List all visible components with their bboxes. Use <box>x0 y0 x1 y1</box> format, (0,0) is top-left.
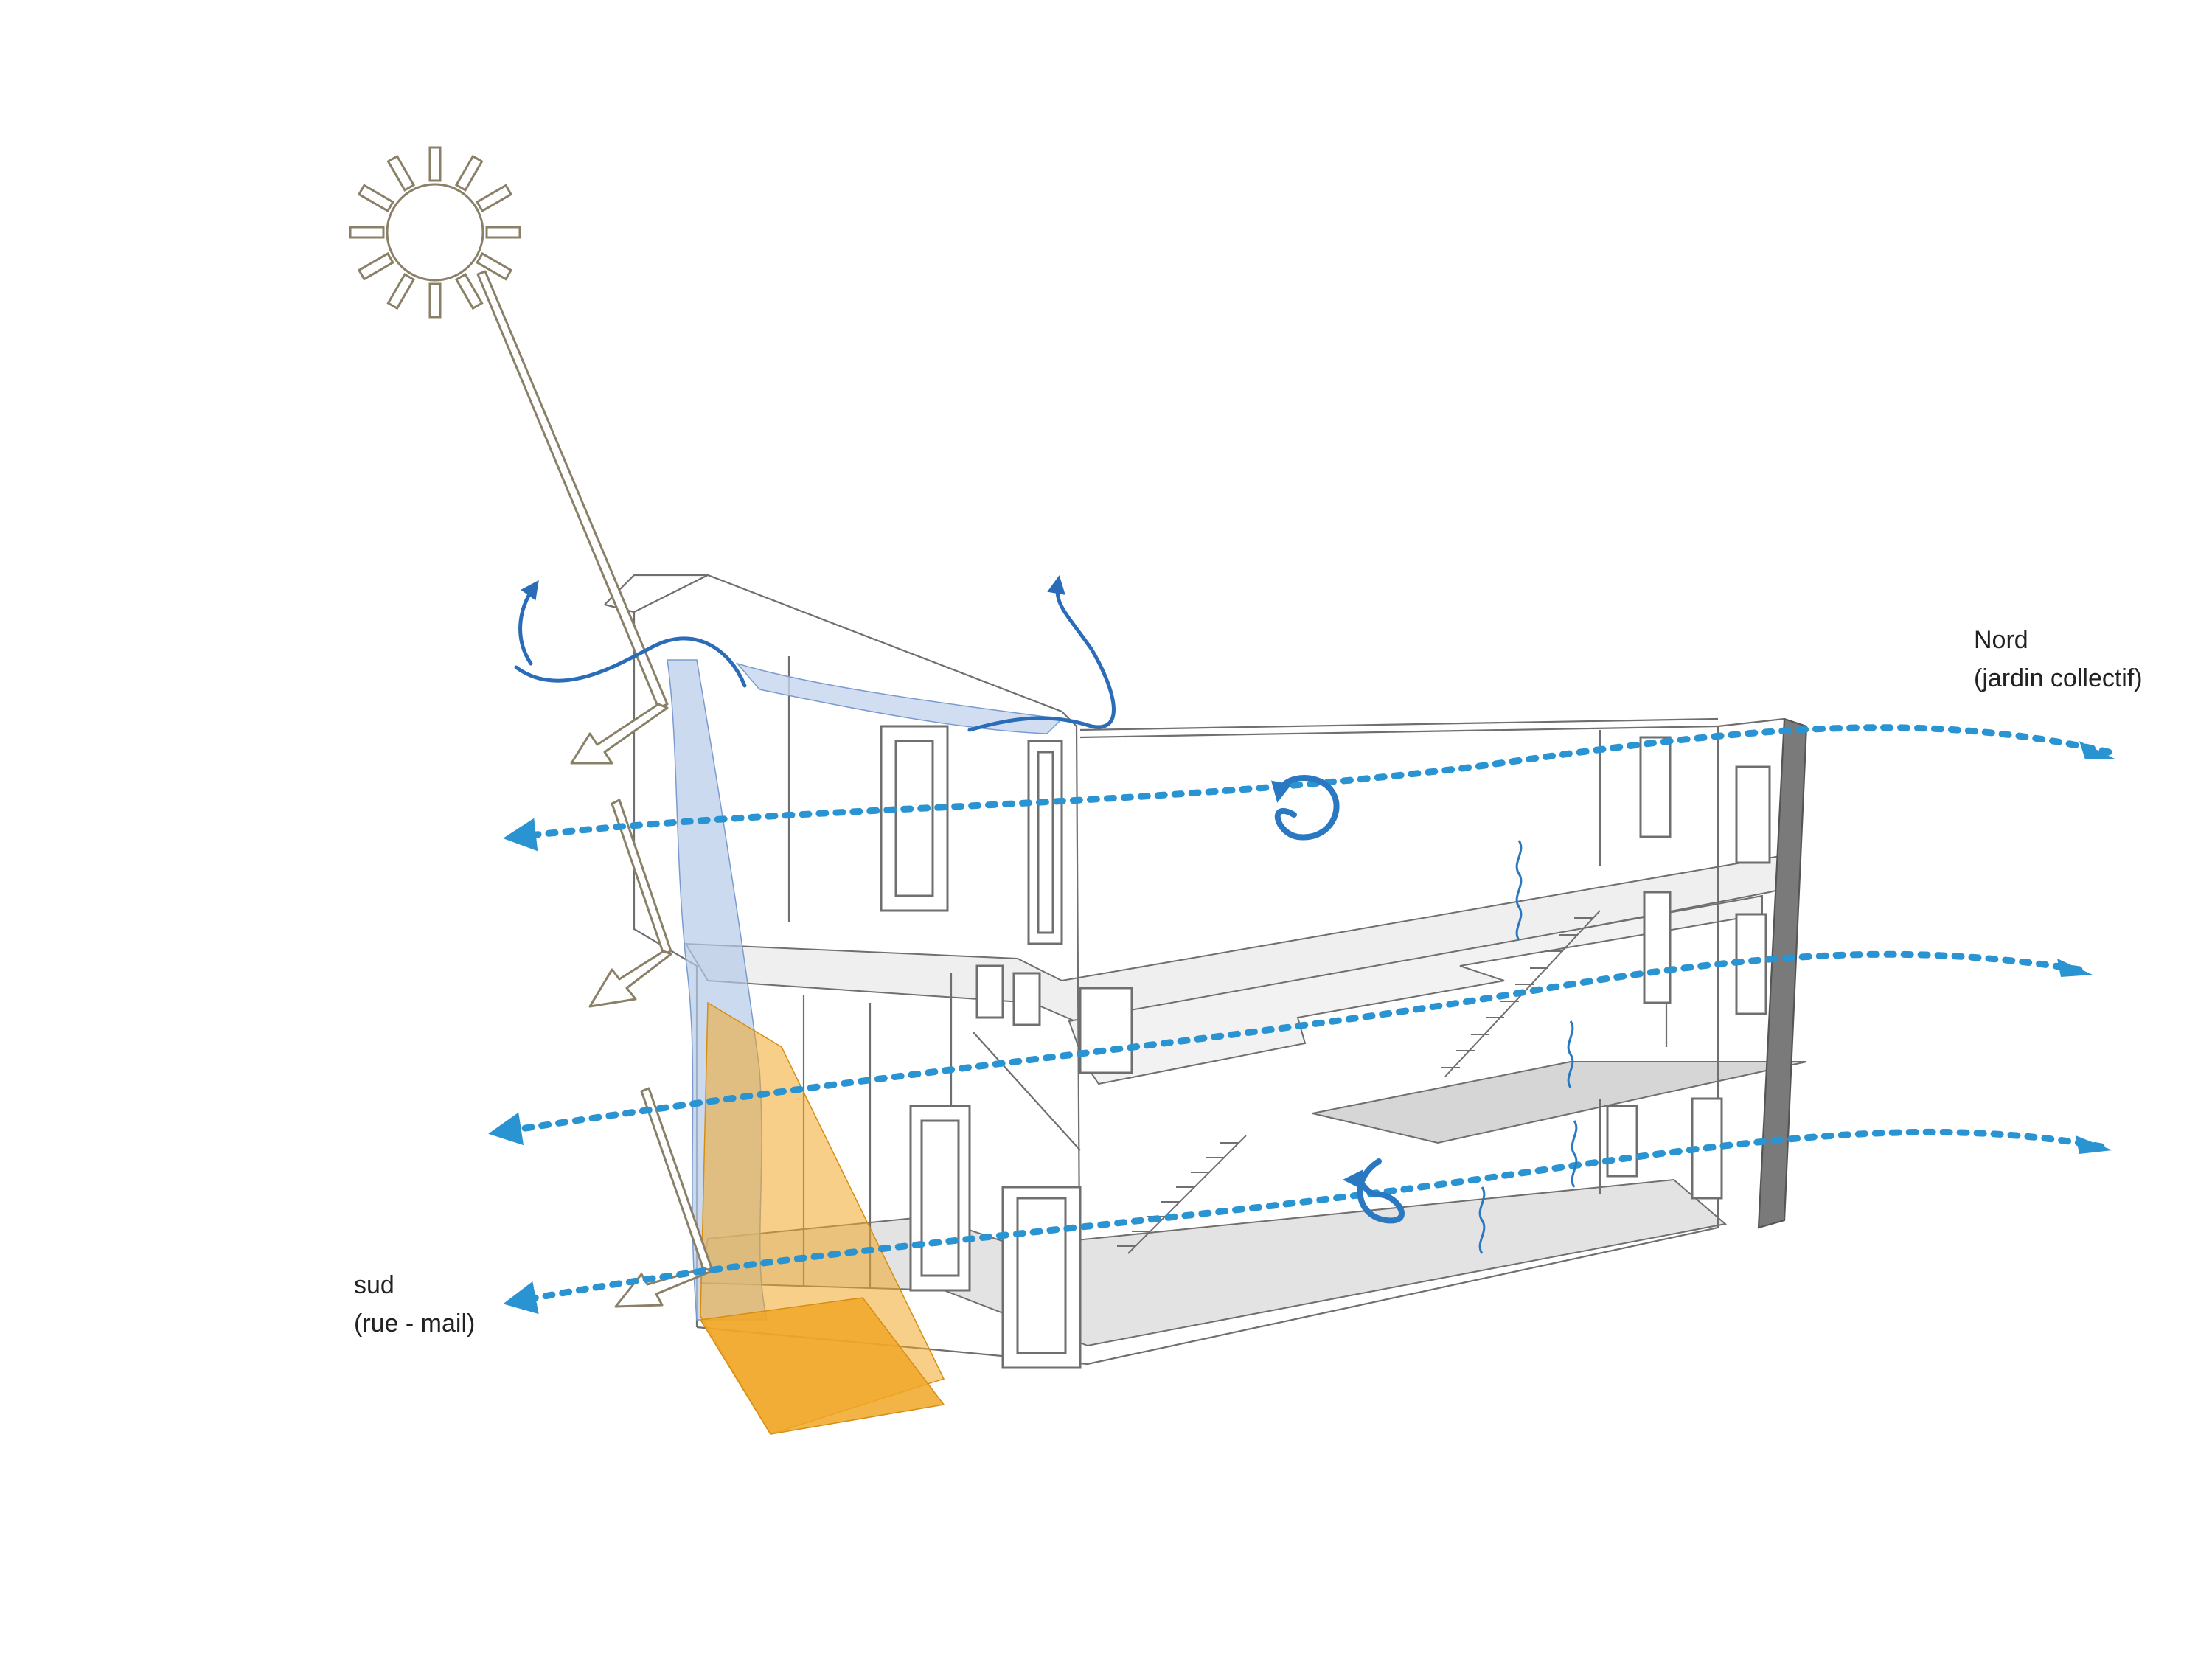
airflow-arrow <box>488 724 2112 1315</box>
window <box>880 725 949 912</box>
window <box>1012 972 1041 1026</box>
window <box>909 1105 971 1292</box>
north-label: Nord (jardin collectif) <box>1974 621 2143 698</box>
roof-glazing <box>735 662 1063 734</box>
door <box>1001 1186 1082 1369</box>
sun-ray-arrow <box>476 270 713 1308</box>
window <box>975 964 1004 1019</box>
window <box>1079 987 1133 1074</box>
heat-wave-icon <box>1478 840 1578 1254</box>
window <box>1027 740 1063 945</box>
north-label-line2: (jardin collectif) <box>1974 664 2143 692</box>
south-label-line1: sud <box>354 1271 394 1299</box>
floor-slabs <box>684 854 1807 1347</box>
window <box>1606 1105 1638 1178</box>
north-label-line1: Nord <box>1974 626 2028 654</box>
south-label: sud (rue - mail) <box>354 1266 475 1343</box>
south-label-line2: (rue - mail) <box>354 1310 476 1338</box>
window <box>1639 736 1672 838</box>
sun-icon <box>349 146 521 319</box>
sun-patch-floor <box>699 1297 945 1435</box>
mezzanine-slab <box>1312 1061 1807 1144</box>
roof-airflow <box>514 575 1116 732</box>
window <box>1735 765 1771 864</box>
north-wall <box>1757 717 1808 1229</box>
window <box>1643 891 1672 1004</box>
convection-loop-icon <box>1271 775 1405 1224</box>
